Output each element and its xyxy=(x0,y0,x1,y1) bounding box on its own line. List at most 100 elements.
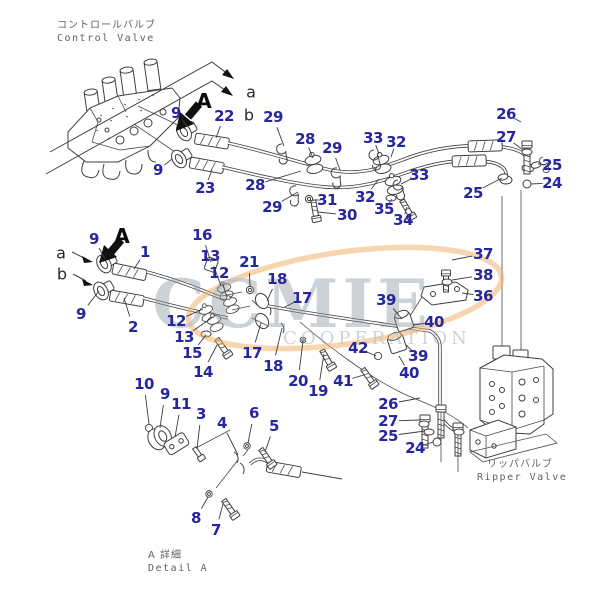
leader-line xyxy=(308,147,314,159)
callout-24: 24 xyxy=(542,174,562,192)
leader-line xyxy=(123,297,131,317)
callout-9: 9 xyxy=(153,161,163,179)
callout-9: 9 xyxy=(171,104,181,122)
detail-a-caption-en: Detail A xyxy=(148,563,209,574)
callout-33: 33 xyxy=(409,166,429,184)
leader-line xyxy=(98,247,106,260)
callout-2: 2 xyxy=(128,318,138,336)
leader-line xyxy=(390,148,395,158)
leader-line xyxy=(392,308,403,320)
callout-27: 27 xyxy=(496,128,516,146)
view-arrow-a-mid xyxy=(71,251,93,263)
detail-a-caption-jp: A 詳細 xyxy=(148,550,183,561)
leader-line xyxy=(335,157,341,171)
leader-line xyxy=(248,272,251,288)
callout-35: 35 xyxy=(374,200,394,218)
callout-39: 39 xyxy=(408,347,428,365)
leader-line xyxy=(370,178,380,190)
ripper-mounting-bolts xyxy=(418,404,464,472)
leader-line xyxy=(284,301,295,308)
leader-line xyxy=(281,191,299,202)
leader-line xyxy=(319,353,325,381)
callout-29: 29 xyxy=(262,198,282,216)
upper-run-end-fittings xyxy=(496,140,550,352)
leader-line xyxy=(174,414,180,438)
leader-line xyxy=(247,423,253,444)
leader-line xyxy=(144,394,150,425)
leader-line xyxy=(254,322,262,343)
callout-24: 24 xyxy=(405,439,425,457)
watermark: CCMIE COOPERATION xyxy=(152,244,505,352)
callout-32: 32 xyxy=(386,133,406,151)
callout-40: 40 xyxy=(424,313,444,331)
control-valve-body xyxy=(67,58,183,180)
callout-23: 23 xyxy=(195,179,215,197)
callout-38: 38 xyxy=(473,266,493,284)
callout-27: 27 xyxy=(378,412,398,430)
callout-10: 10 xyxy=(134,375,154,393)
leader-line xyxy=(451,276,473,281)
callout-41: 41 xyxy=(333,372,353,390)
view-label-a: a xyxy=(246,82,256,102)
leader-line xyxy=(365,351,377,357)
callout-13: 13 xyxy=(174,328,194,346)
detail-a-assembly xyxy=(144,423,343,521)
callout-37: 37 xyxy=(473,245,493,263)
callout-17: 17 xyxy=(292,289,312,307)
callout-11: 11 xyxy=(171,395,191,413)
callout-42: 42 xyxy=(348,339,368,357)
leader-line xyxy=(87,290,100,306)
callout-18: 18 xyxy=(267,270,287,288)
ripper-valve-body xyxy=(453,345,558,463)
leader-line xyxy=(159,404,164,429)
leader-line xyxy=(451,255,473,261)
leader-line xyxy=(265,170,302,183)
callout-16: 16 xyxy=(192,226,212,244)
ripper-valve-caption-jp: リッパバルブ xyxy=(487,459,553,470)
leader-line xyxy=(207,344,218,363)
callout-32: 32 xyxy=(355,188,375,206)
callout-3: 3 xyxy=(196,405,206,423)
callout-17: 17 xyxy=(242,344,262,362)
callout-34: 34 xyxy=(393,211,413,229)
callout-25: 25 xyxy=(463,184,483,202)
callout-40: 40 xyxy=(399,364,419,382)
callout-9: 9 xyxy=(76,305,86,323)
view-label-b: b xyxy=(243,105,255,125)
leader-line xyxy=(201,496,209,509)
leader-line xyxy=(398,430,426,435)
leader-line xyxy=(164,158,173,166)
view-arrow-a-top xyxy=(49,61,234,153)
callout-5: 5 xyxy=(269,417,279,435)
callout-12: 12 xyxy=(166,312,186,330)
callout-33: 33 xyxy=(363,129,383,147)
leader-line xyxy=(226,432,239,456)
callout-7: 7 xyxy=(211,521,221,539)
callout-14: 14 xyxy=(193,363,213,381)
callout-26: 26 xyxy=(496,105,516,123)
callout-39: 39 xyxy=(376,291,396,309)
callout-18: 18 xyxy=(263,357,283,375)
leader-line xyxy=(275,327,283,356)
leader-line xyxy=(398,419,421,422)
callout-9: 9 xyxy=(89,230,99,248)
watermark-subtext: COOPERATION xyxy=(283,328,471,349)
callout-12: 12 xyxy=(209,264,229,282)
callout-29: 29 xyxy=(263,108,283,126)
leader-line xyxy=(276,127,285,147)
leader-line xyxy=(405,344,413,352)
leader-line xyxy=(222,283,228,298)
leader-line xyxy=(264,436,271,453)
leader-line xyxy=(133,259,141,270)
callout-29: 29 xyxy=(322,139,342,157)
callout-28: 28 xyxy=(295,130,315,148)
view-arrow-b-mid xyxy=(72,273,93,286)
bracket-36 xyxy=(420,269,469,306)
callout-21: 21 xyxy=(239,253,259,271)
callout-36: 36 xyxy=(473,287,493,305)
hose-1-assembly xyxy=(93,248,227,302)
leader-line xyxy=(197,334,207,346)
leader-line xyxy=(207,169,213,181)
view-label-b: b xyxy=(56,264,68,284)
